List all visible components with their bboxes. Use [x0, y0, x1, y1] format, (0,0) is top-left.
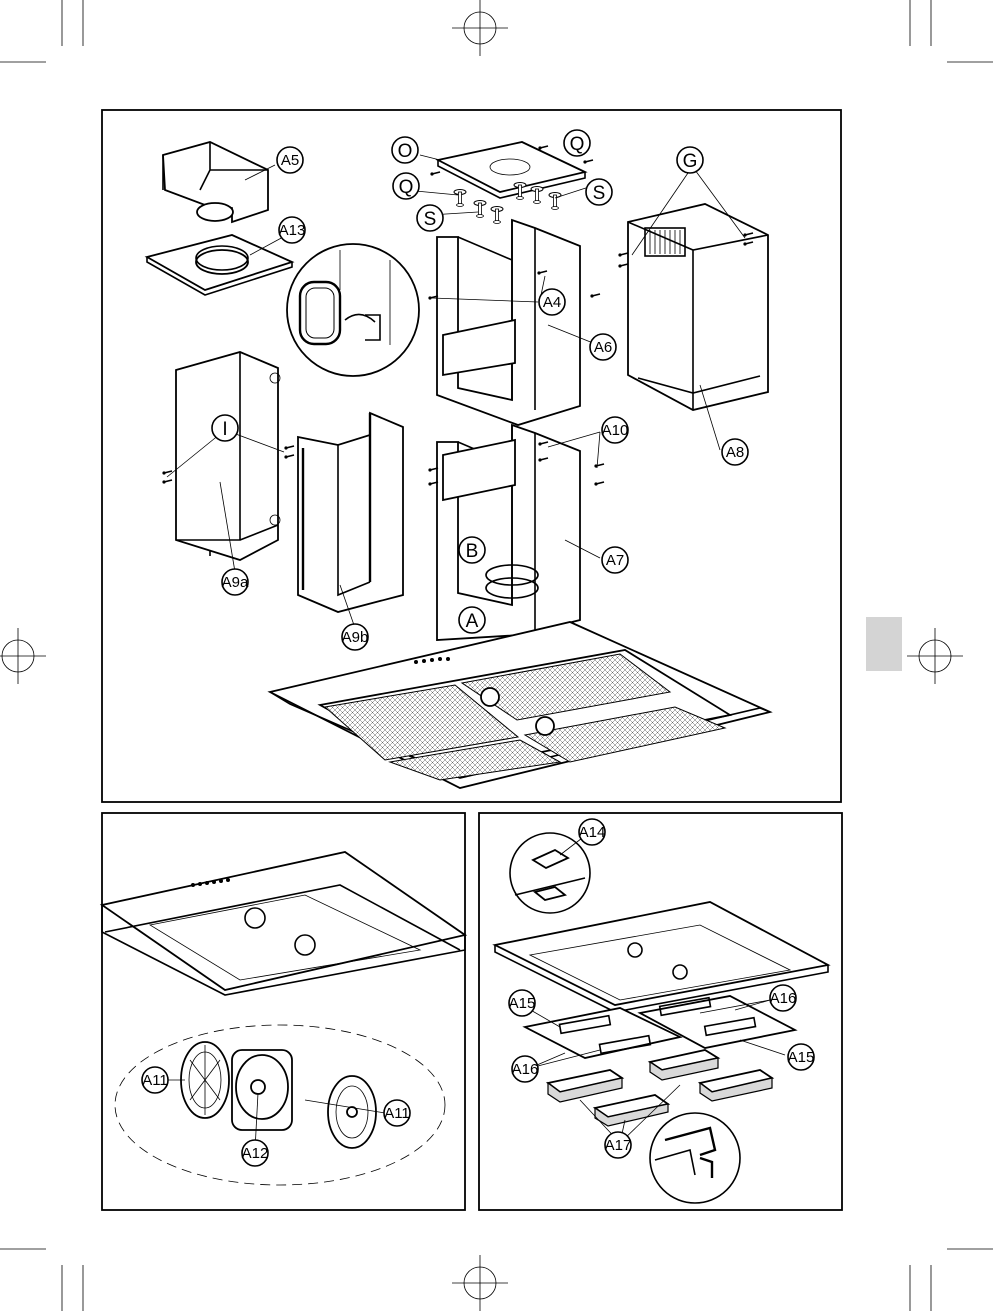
svg-text:A16: A16 — [770, 990, 797, 1007]
label-A16-left: A16 — [512, 1056, 539, 1082]
svg-text:A17: A17 — [605, 1137, 632, 1154]
label-Q-left: Q — [393, 173, 419, 199]
label-A11-right: A11 — [384, 1100, 410, 1126]
label-A5: A5 — [277, 147, 303, 173]
svg-text:A4: A4 — [543, 294, 561, 311]
label-I: I — [212, 415, 238, 441]
svg-text:A11: A11 — [142, 1072, 168, 1089]
label-A15-right: A15 — [788, 1044, 815, 1070]
label-S-left: S — [417, 205, 443, 231]
svg-text:S: S — [424, 209, 437, 230]
zoom-detail-A17 — [650, 1113, 740, 1203]
lower-chimney-part — [437, 425, 580, 640]
label-A11-left: A11 — [142, 1067, 168, 1093]
registration-mark-right — [907, 628, 963, 684]
registration-mark-left — [0, 628, 46, 684]
svg-text:S: S — [593, 183, 606, 204]
svg-text:O: O — [398, 141, 413, 162]
label-A7: A7 — [602, 547, 628, 573]
svg-text:A12: A12 — [242, 1145, 269, 1162]
label-A10: A10 — [602, 417, 629, 443]
label-A9b: A9b — [342, 624, 369, 650]
registration-mark-bottom — [452, 1255, 508, 1311]
upper-chimney-part — [437, 220, 580, 425]
label-A4: A4 — [539, 289, 565, 315]
svg-text:G: G — [683, 151, 698, 172]
svg-text:A13: A13 — [279, 222, 306, 239]
svg-text:A16: A16 — [512, 1061, 539, 1078]
svg-text:A6: A6 — [594, 339, 612, 356]
svg-text:A11: A11 — [384, 1105, 410, 1122]
hood-main-view — [270, 622, 770, 788]
svg-text:A5: A5 — [281, 152, 299, 169]
svg-text:A9a: A9a — [222, 574, 249, 591]
svg-text:A8: A8 — [726, 444, 744, 461]
svg-text:A14: A14 — [579, 824, 606, 841]
svg-text:A7: A7 — [606, 552, 624, 569]
hood-underside-view-left — [102, 852, 465, 995]
detail-zoom-circle — [287, 244, 419, 376]
svg-text:B: B — [466, 541, 479, 562]
svg-text:A15: A15 — [788, 1049, 815, 1066]
label-O: O — [392, 137, 418, 163]
label-A6: A6 — [590, 334, 616, 360]
svg-text:A9b: A9b — [342, 629, 369, 646]
label-A9a: A9a — [222, 569, 249, 595]
label-A14: A14 — [579, 819, 606, 845]
label-A15-left: A15 — [509, 990, 536, 1016]
label-G: G — [677, 147, 703, 173]
svg-text:A: A — [466, 611, 479, 632]
label-A13: A13 — [279, 217, 306, 243]
label-Q-top: Q — [564, 130, 590, 156]
page-tab — [866, 617, 902, 671]
filter-panels — [525, 996, 795, 1126]
svg-text:Q: Q — [570, 134, 585, 155]
svg-text:Q: Q — [399, 177, 414, 198]
label-S-right: S — [586, 179, 612, 205]
lower-cover-part-b — [298, 413, 403, 612]
zoom-detail-A14 — [510, 833, 590, 913]
label-B: B — [459, 537, 485, 563]
svg-text:I: I — [222, 419, 227, 440]
label-A17: A17 — [605, 1132, 632, 1158]
svg-text:A15: A15 — [509, 995, 536, 1012]
label-A16-right: A16 — [770, 985, 797, 1011]
registration-mark-top — [452, 0, 508, 56]
label-A12: A12 — [242, 1140, 269, 1166]
label-A: A — [459, 607, 485, 633]
svg-text:A10: A10 — [602, 422, 629, 439]
duct-elbow-part — [163, 142, 268, 222]
label-A8: A8 — [722, 439, 748, 465]
